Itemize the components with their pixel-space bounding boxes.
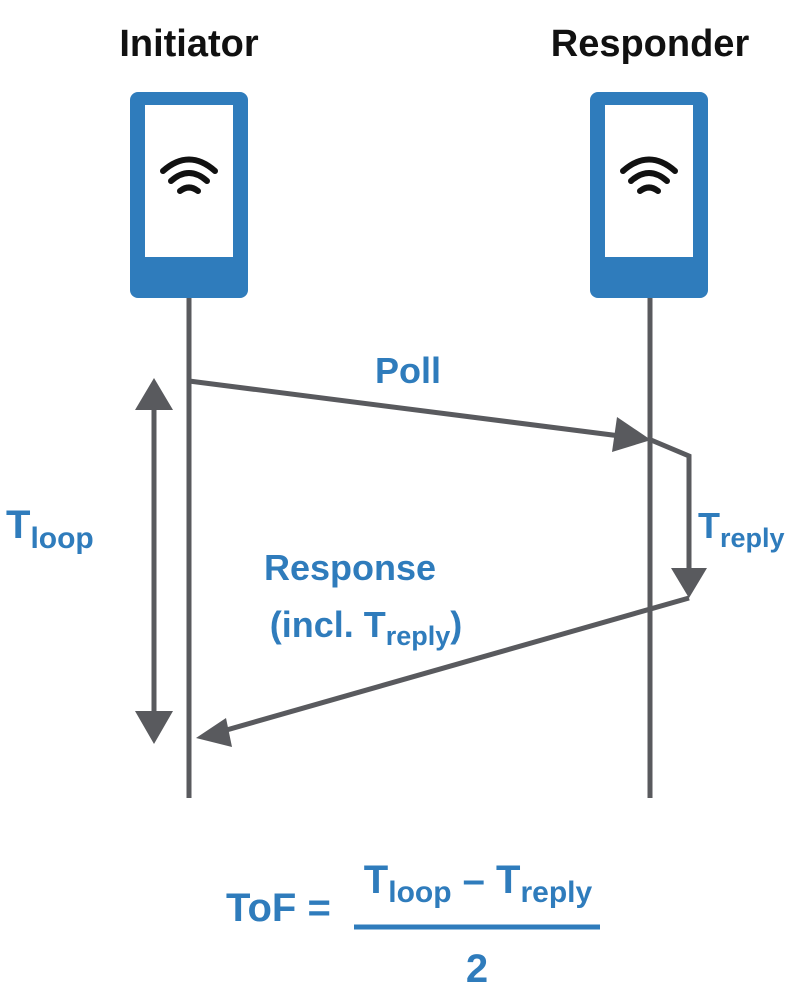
numerator-T2: T — [496, 858, 520, 902]
response-suffix: ) — [450, 604, 462, 645]
numerator-sub1: loop — [388, 876, 451, 909]
tof-formula: ToF = Tloop – Treply 2 — [226, 858, 600, 991]
tloop-label: Tloop — [6, 503, 94, 555]
initiator-title: Initiator — [119, 23, 259, 65]
tloop-double-arrow — [135, 378, 173, 744]
wifi-signal-icon — [620, 156, 678, 194]
wifi-signal-icon — [160, 156, 218, 194]
initiator-device-icon — [130, 92, 248, 298]
response-sub: reply — [386, 621, 451, 651]
responder-device-icon — [590, 92, 708, 298]
poll-arrow — [188, 378, 651, 452]
response-label-line1: Response — [264, 547, 436, 588]
numerator-minus: – — [452, 858, 496, 902]
poll-label: Poll — [375, 350, 441, 391]
numerator-T1: T — [364, 858, 388, 902]
treply-sub: reply — [720, 523, 785, 553]
tloop-T: T — [6, 503, 30, 547]
responder-title: Responder — [551, 23, 750, 65]
formula-denominator: 2 — [466, 947, 488, 991]
response-arrow — [196, 595, 690, 747]
response-T: T — [364, 604, 386, 645]
formula-lhs: ToF = — [226, 886, 331, 930]
treply-label: Treply — [698, 505, 785, 553]
response-label-line2: (incl. Treply) — [270, 604, 463, 651]
response-prefix: (incl. — [270, 604, 364, 645]
formula-numerator: Tloop – Treply — [364, 858, 593, 909]
tloop-sub: loop — [30, 522, 93, 555]
treply-T: T — [698, 505, 720, 546]
numerator-sub2: reply — [520, 876, 592, 909]
treply-arrow — [650, 437, 707, 598]
